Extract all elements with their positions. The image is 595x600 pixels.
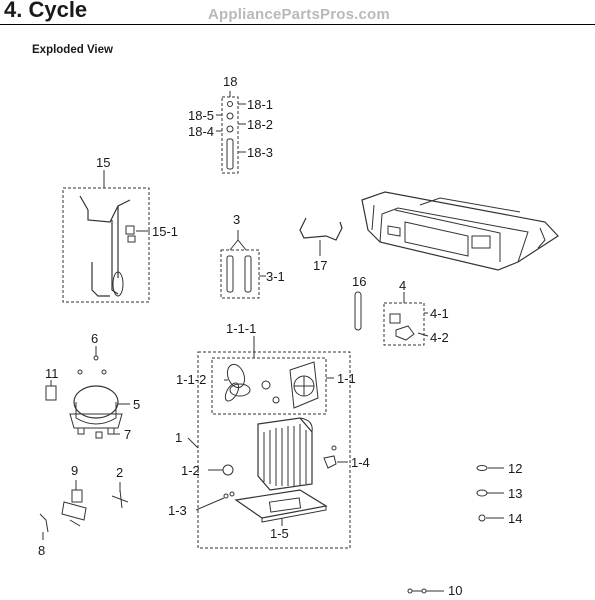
callout-1: 1 xyxy=(175,430,183,445)
part-11-overload xyxy=(45,380,57,401)
callout-7: 7 xyxy=(124,427,132,442)
part-3-capillary-tubes xyxy=(220,230,266,299)
callout-18-1: 18-1 xyxy=(247,97,274,112)
part-12-grommet xyxy=(476,465,504,471)
callout-18-4: 18-4 xyxy=(188,124,215,139)
part-17-wire-harness xyxy=(299,217,343,256)
callout-5: 5 xyxy=(133,397,141,412)
callout-14: 14 xyxy=(508,511,523,526)
callout-18-3: 18-3 xyxy=(247,145,274,160)
condenser-coil xyxy=(257,417,313,491)
callout-15-1: 15-1 xyxy=(152,224,179,239)
part-5-compressor xyxy=(69,346,130,439)
callout-6: 6 xyxy=(91,331,99,346)
callout-1-5: 1-5 xyxy=(270,526,289,541)
callout-18-5: 18-5 xyxy=(188,108,215,123)
callout-9: 9 xyxy=(71,463,79,478)
callout-2: 2 xyxy=(116,465,124,480)
callout-1-4: 1-4 xyxy=(351,455,370,470)
callout-3-1: 3-1 xyxy=(266,269,285,284)
part-8-clip xyxy=(39,513,49,540)
title-rule xyxy=(0,24,595,25)
base-tray xyxy=(234,489,328,523)
callout-10: 10 xyxy=(448,583,463,598)
part-14-grommet xyxy=(478,514,504,522)
callout-1-3: 1-3 xyxy=(168,503,187,518)
part-10-pipe xyxy=(407,588,444,594)
fan-blade xyxy=(224,363,251,402)
callout-4: 4 xyxy=(399,278,407,293)
callout-3: 3 xyxy=(233,212,241,227)
part-15-tubing-assembly xyxy=(62,170,150,303)
part-16-tube xyxy=(354,291,362,331)
part-18-tube-assembly xyxy=(216,91,246,174)
watermark: AppliancePartsPros.com xyxy=(208,6,390,23)
refrigerator-base-housing xyxy=(361,191,559,271)
callout-13: 13 xyxy=(508,486,523,501)
callout-17: 17 xyxy=(313,258,328,273)
callout-16: 16 xyxy=(352,274,367,289)
section-subtitle: Exploded View xyxy=(32,44,113,56)
callout-1-2: 1-2 xyxy=(181,463,200,478)
callout-12: 12 xyxy=(508,461,523,476)
callout-18: 18 xyxy=(223,74,238,89)
callout-4-1: 4-1 xyxy=(430,306,449,321)
part-4-relay-group xyxy=(383,292,429,346)
callout-1-1: 1-1 xyxy=(337,371,356,386)
part-2-wire xyxy=(111,482,129,509)
callout-15: 15 xyxy=(96,155,111,170)
page-title: 4. Cycle xyxy=(4,0,88,22)
callout-8: 8 xyxy=(38,543,46,558)
callout-1-1-1: 1-1-1 xyxy=(226,321,257,336)
fan-shroud xyxy=(289,361,319,409)
part-9-bracket xyxy=(61,480,87,527)
callout-4-2: 4-2 xyxy=(430,330,449,345)
part-1-condenser-assembly xyxy=(187,336,351,549)
callout-11: 11 xyxy=(45,366,59,381)
callout-1-1-2: 1-1-2 xyxy=(176,372,207,387)
callout-18-2: 18-2 xyxy=(247,117,274,132)
part-13-grommet xyxy=(476,489,504,497)
